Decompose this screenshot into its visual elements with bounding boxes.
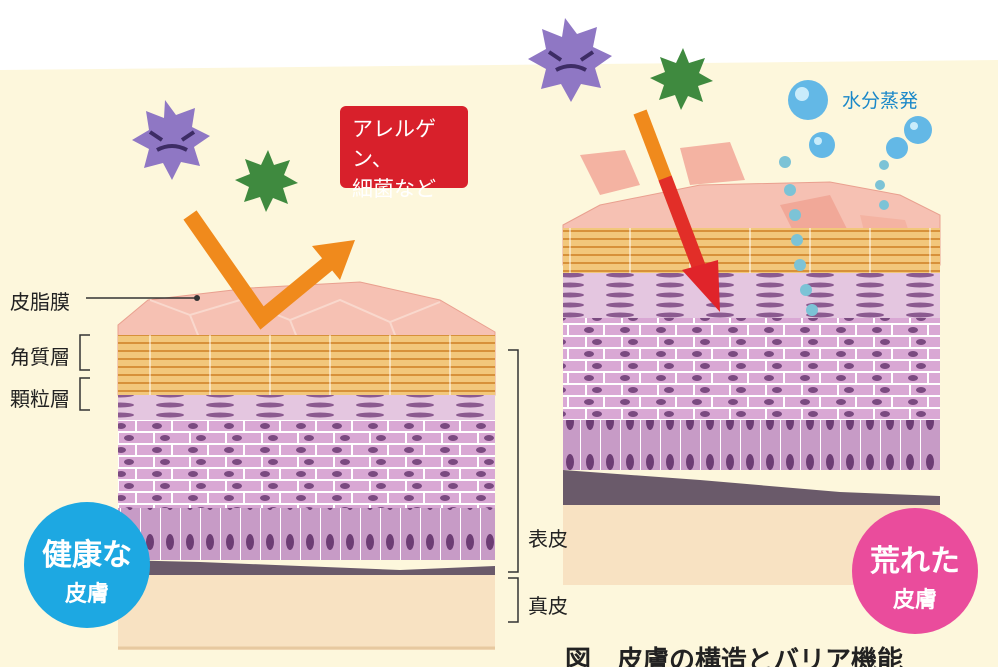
healthy-badge-line-1: 健康な [24,530,150,574]
label-epidermis: 表皮 [528,523,568,552]
label-sebum: 皮脂膜 [10,286,70,315]
allergen-callout: アレルゲン、 細菌など [340,106,468,188]
healthy-skin-badge: 健康な 皮膚 [24,502,150,628]
rough-badge-line-1: 荒れた [852,536,978,580]
figure-caption: 図 皮膚の構造とバリア機能 [565,640,903,667]
label-granular-layer: 顆粒層 [10,383,70,412]
water-evaporation-label: 水分蒸発 [842,86,918,113]
label-dermis: 真皮 [528,590,568,619]
rough-skin-badge: 荒れた 皮膚 [852,508,978,634]
label-stratum-corneum: 角質層 [10,341,70,370]
callout-line-2: 細菌など [352,174,468,204]
healthy-skin-block [118,282,495,650]
callout-line-1: アレルゲン、 [352,114,468,174]
healthy-badge-line-2: 皮膚 [24,576,150,608]
rough-badge-line-2: 皮膚 [852,582,978,614]
